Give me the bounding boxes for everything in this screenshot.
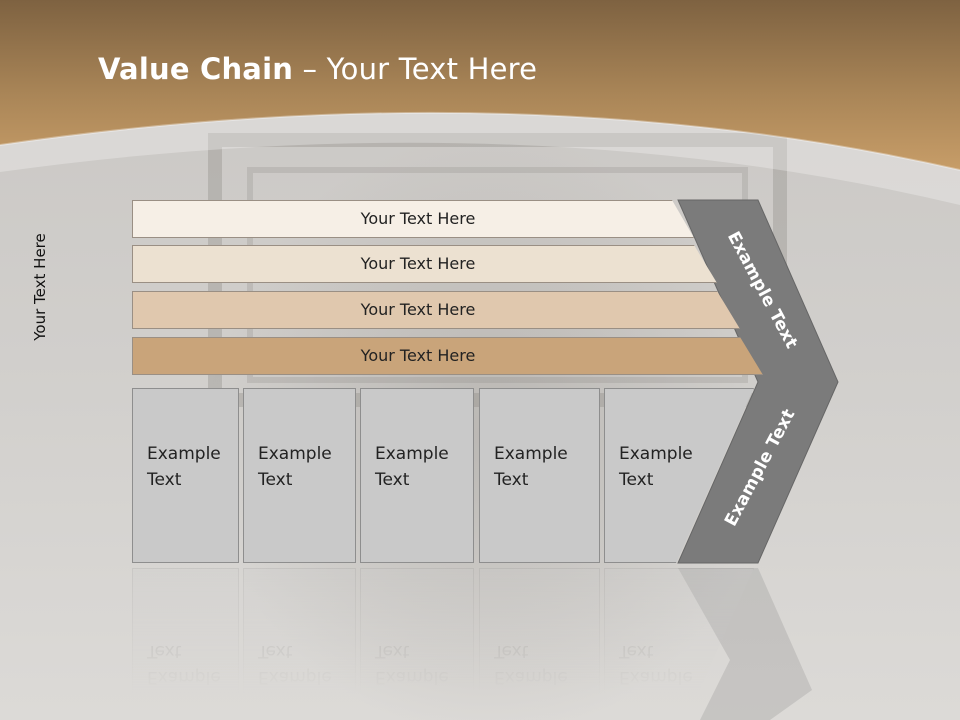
side-label: Your Text Here <box>31 233 49 341</box>
bar-3-label: Your Text Here <box>360 300 476 319</box>
bar-4-label: Your Text Here <box>360 346 476 365</box>
box-2-line-1: Example <box>258 444 332 464</box>
bar-1-label: Your Text Here <box>360 209 476 228</box>
bar-3: Your Text Here <box>132 291 740 329</box>
box-1-line-1: Example <box>147 444 221 464</box>
box-5-line-2: Text <box>619 470 654 490</box>
bar-1: Your Text Here <box>132 200 694 238</box>
box-5-line-1: Example <box>619 444 693 464</box>
box-3: Example Text <box>360 388 474 563</box>
box-2: Example Text <box>243 388 356 563</box>
box-4-line-1: Example <box>494 444 568 464</box>
box-3-line-1: Example <box>375 444 449 464</box>
slide-title: Value Chain – Your Text Here <box>98 52 537 86</box>
box-3-line-2: Text <box>375 470 410 490</box>
title-rest: – Your Text Here <box>293 52 538 86</box>
box-2-line-2: Text <box>258 470 293 490</box>
box-1: Example Text <box>132 388 239 563</box>
title-bold: Value Chain <box>98 52 294 86</box>
box-4-line-2: Text <box>494 470 529 490</box>
bar-4: Your Text Here <box>132 337 763 375</box>
bar-2: Your Text Here <box>132 245 717 283</box>
box-1-line-2: Text <box>147 470 182 490</box>
box-4: Example Text <box>479 388 600 563</box>
bar-2-label: Your Text Here <box>360 254 476 273</box>
